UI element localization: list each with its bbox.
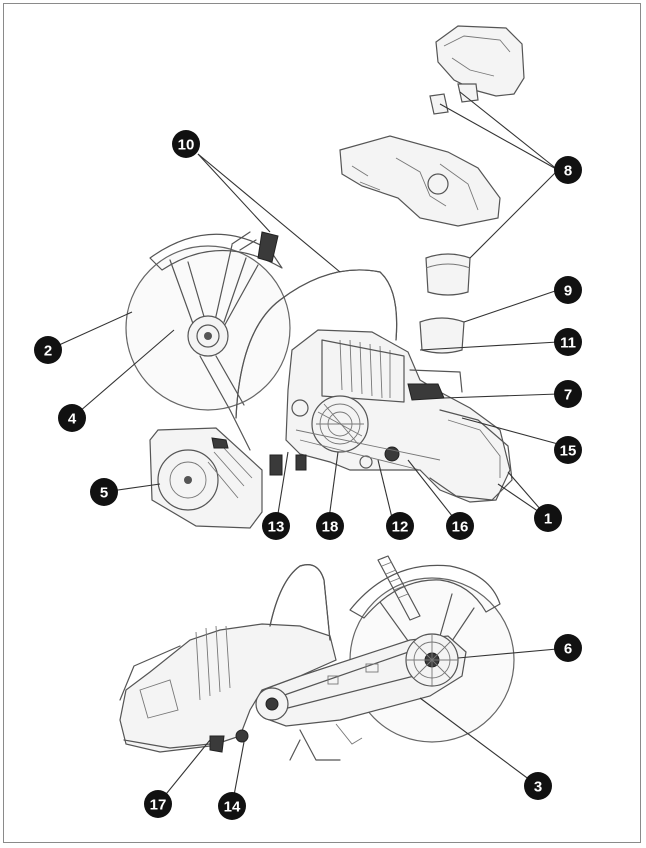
callout-badge bbox=[554, 634, 582, 662]
filter-cover bbox=[435, 25, 525, 97]
callout-17: 17 bbox=[144, 790, 172, 818]
callout-number: 6 bbox=[564, 641, 572, 658]
callout-number: 11 bbox=[560, 335, 576, 352]
callout-badge bbox=[316, 512, 344, 540]
callout-badge bbox=[554, 328, 582, 356]
callout-number: 17 bbox=[150, 797, 167, 814]
callout-number: 14 bbox=[224, 799, 241, 816]
engine-body-side bbox=[119, 623, 337, 753]
callout-number: 8 bbox=[564, 163, 572, 180]
blade-guard bbox=[149, 233, 283, 271]
callout-number: 18 bbox=[322, 519, 339, 536]
callout-14: 14 bbox=[218, 792, 246, 820]
callout-number: 7 bbox=[564, 387, 572, 404]
callout-badge bbox=[218, 792, 246, 820]
callout-badge bbox=[262, 512, 290, 540]
callout-number: 5 bbox=[100, 485, 108, 502]
callout-badge bbox=[144, 790, 172, 818]
callout-3: 3 bbox=[524, 772, 552, 800]
callout-15: 15 bbox=[554, 436, 582, 464]
upper-assembly-drawing bbox=[125, 25, 525, 529]
air-filter bbox=[419, 317, 465, 354]
callout-9: 9 bbox=[554, 276, 582, 304]
callout-number: 15 bbox=[560, 443, 577, 460]
figure-frame bbox=[3, 3, 641, 843]
callout-number: 4 bbox=[68, 411, 77, 428]
callout-number: 9 bbox=[564, 283, 572, 300]
callout-number: 10 bbox=[178, 137, 195, 154]
callout-badge bbox=[524, 772, 552, 800]
callout-16: 16 bbox=[446, 512, 474, 540]
callout-18: 18 bbox=[316, 512, 344, 540]
callout-badge bbox=[554, 156, 582, 184]
callout-13: 13 bbox=[262, 512, 290, 540]
callout-1: 1 bbox=[534, 504, 562, 532]
callout-number: 2 bbox=[44, 343, 52, 360]
callout-badge bbox=[34, 336, 62, 364]
callout-badge bbox=[58, 404, 86, 432]
callout-badge bbox=[554, 380, 582, 408]
callout-number: 1 bbox=[544, 511, 552, 528]
callout-7: 7 bbox=[554, 380, 582, 408]
callout-6: 6 bbox=[554, 634, 582, 662]
callout-5: 5 bbox=[90, 478, 118, 506]
callout-12: 12 bbox=[386, 512, 414, 540]
lower-assembly-drawing bbox=[119, 555, 515, 761]
callout-11: 11 bbox=[554, 328, 582, 356]
callout-badge bbox=[172, 130, 200, 158]
callout-badge bbox=[90, 478, 118, 506]
callout-badge bbox=[446, 512, 474, 540]
callout-number: 3 bbox=[534, 779, 542, 796]
callout-8: 8 bbox=[554, 156, 582, 184]
callout-10: 10 bbox=[172, 130, 200, 158]
callout-number: 12 bbox=[392, 519, 409, 536]
callout-badge bbox=[554, 276, 582, 304]
callout-4: 4 bbox=[58, 404, 86, 432]
callout-number: 13 bbox=[268, 519, 285, 536]
callout-2: 2 bbox=[34, 336, 62, 364]
top-cover bbox=[339, 135, 501, 227]
prefilter bbox=[425, 253, 471, 296]
callout-badge bbox=[534, 504, 562, 532]
callout-number: 16 bbox=[452, 519, 469, 536]
callout-badge bbox=[554, 436, 582, 464]
callout-badge bbox=[386, 512, 414, 540]
